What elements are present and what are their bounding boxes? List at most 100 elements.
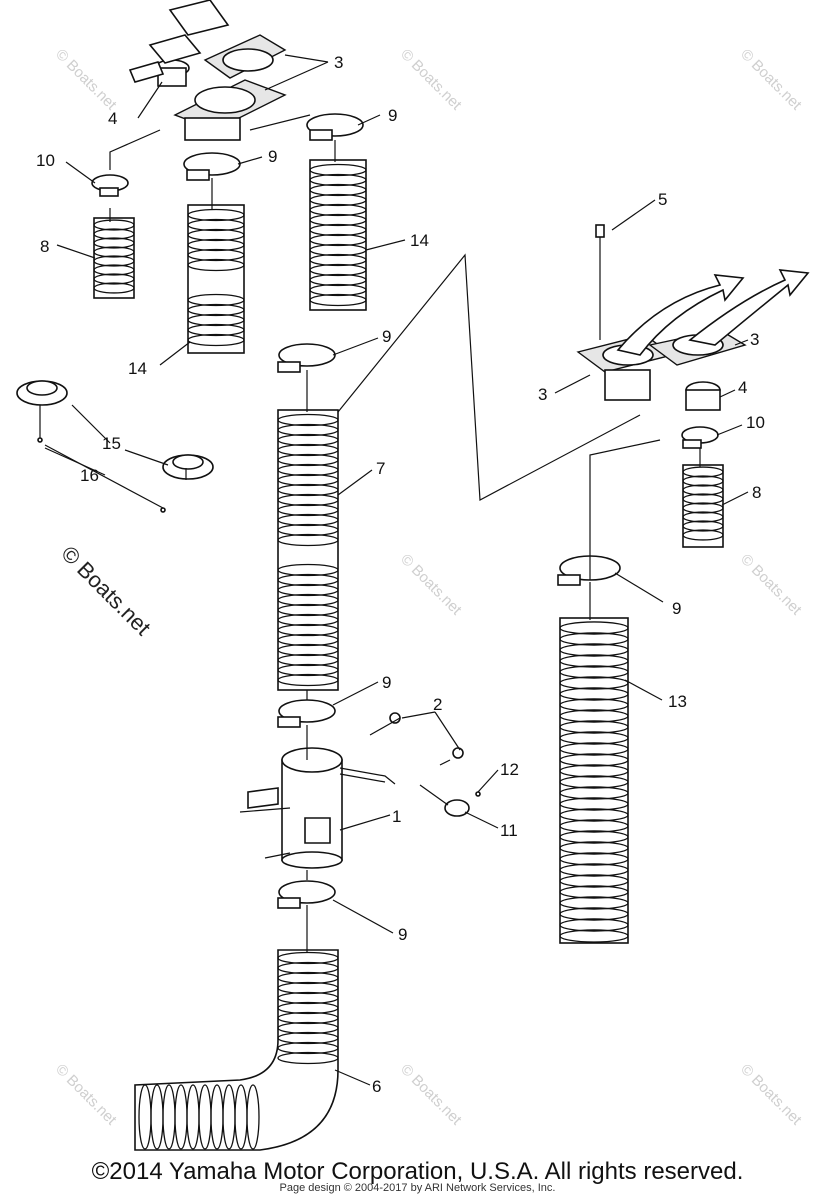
hose-rib <box>277 643 339 657</box>
vent-assembly-top <box>128 0 287 141</box>
hose-rib <box>682 466 724 478</box>
hose-rib <box>682 484 724 496</box>
hose-rib <box>559 808 629 822</box>
hose-rib <box>559 852 629 866</box>
hose-clamps-center <box>277 343 336 909</box>
hose-rib <box>309 233 367 247</box>
callout-3: 3 <box>538 385 547 404</box>
hose-rib <box>187 238 245 252</box>
hose-rib <box>277 523 339 537</box>
watermark: © Boats.net <box>737 551 805 619</box>
hose-rib <box>277 583 339 597</box>
hose-rib <box>277 633 339 647</box>
hose-rib <box>93 273 135 285</box>
callout-10: 10 <box>746 413 765 432</box>
hose-rib <box>309 193 367 207</box>
hose-rib <box>559 687 629 701</box>
grommets <box>16 380 214 513</box>
hose-rib <box>559 742 629 756</box>
hose-rib <box>559 731 629 745</box>
hose-rib <box>277 563 339 577</box>
callout-16: 16 <box>80 466 99 485</box>
hose-rib <box>187 258 245 272</box>
hose-rib <box>559 698 629 712</box>
hose-6-elbow <box>134 949 339 1151</box>
hose-rib <box>682 529 724 541</box>
hose-rib <box>277 603 339 617</box>
hose-rib <box>187 208 245 222</box>
hose-rib <box>559 720 629 734</box>
callout-7: 7 <box>376 459 385 478</box>
box-assembly-1 <box>247 712 481 869</box>
hose-rib <box>277 1051 339 1065</box>
hose-rib <box>277 1021 339 1035</box>
hose-rib <box>559 797 629 811</box>
hose-rib <box>93 246 135 258</box>
hose-rib <box>682 475 724 487</box>
watermark: © Boats.net <box>52 1061 120 1129</box>
hose-rib <box>93 282 135 294</box>
hose-rib <box>93 219 135 231</box>
hose-rib <box>309 183 367 197</box>
hose-rib <box>277 533 339 547</box>
callout-9: 9 <box>268 147 277 166</box>
hose-rib <box>277 433 339 447</box>
callout-10: 10 <box>36 151 55 170</box>
hose-rib <box>309 173 367 187</box>
hose-rib <box>277 463 339 477</box>
hose-rib <box>559 885 629 899</box>
hose-rib <box>309 263 367 277</box>
hose-rib <box>309 163 367 177</box>
hose-rib <box>559 786 629 800</box>
hose-14-right <box>309 159 367 311</box>
watermark: © Boats.net <box>52 46 120 114</box>
watermark: © Boats.net <box>397 1061 465 1129</box>
callout-3: 3 <box>750 330 759 349</box>
hose-rib <box>559 896 629 910</box>
hose-rib <box>93 255 135 267</box>
hose-14-left <box>187 204 245 354</box>
hose-rib <box>277 653 339 667</box>
page-credit: Page design © 2004-2017 by ARI Network S… <box>279 1182 556 1194</box>
hose-rib <box>277 1001 339 1015</box>
hose-rib <box>559 918 629 932</box>
hose-rib <box>277 473 339 487</box>
hose-clamps-top <box>91 113 364 197</box>
hose-rib <box>187 218 245 232</box>
callout-1: 1 <box>392 807 401 826</box>
hose-rib <box>309 253 367 267</box>
callout-8: 8 <box>752 483 761 502</box>
hose-rib <box>559 621 629 635</box>
callout-9: 9 <box>382 673 391 692</box>
callout-8: 8 <box>40 237 49 256</box>
hose-rib <box>559 753 629 767</box>
callout-11: 11 <box>500 821 518 840</box>
callout-14: 14 <box>128 359 147 378</box>
hose-rib <box>277 971 339 985</box>
hose-rib <box>93 228 135 240</box>
hose-rib <box>277 613 339 627</box>
callout-9: 9 <box>388 106 397 125</box>
hose-rib <box>682 511 724 523</box>
hose-rib <box>277 483 339 497</box>
hose-rib <box>277 673 339 687</box>
hose-rib <box>187 228 245 242</box>
callout-12: 12 <box>500 760 519 779</box>
hose-rib <box>277 961 339 975</box>
hose-7-center <box>277 409 339 691</box>
hose-rib <box>277 573 339 587</box>
callout-14: 14 <box>410 231 429 250</box>
callout-4: 4 <box>738 378 747 397</box>
callout-9: 9 <box>382 327 391 346</box>
callout-3: 3 <box>334 53 343 72</box>
hose-rib <box>559 775 629 789</box>
hose-rib <box>309 293 367 307</box>
hose-rib <box>309 203 367 217</box>
hose-rib <box>559 665 629 679</box>
watermark: © Boats.net <box>737 1061 805 1129</box>
callouts: 3 4 9 9 10 8 14 14 9 7 15 16 9 2 12 1 11… <box>36 53 765 1096</box>
hose-rib <box>559 676 629 690</box>
hose-rib <box>246 1084 260 1150</box>
hose-rib <box>559 632 629 646</box>
hose-rib <box>682 520 724 532</box>
